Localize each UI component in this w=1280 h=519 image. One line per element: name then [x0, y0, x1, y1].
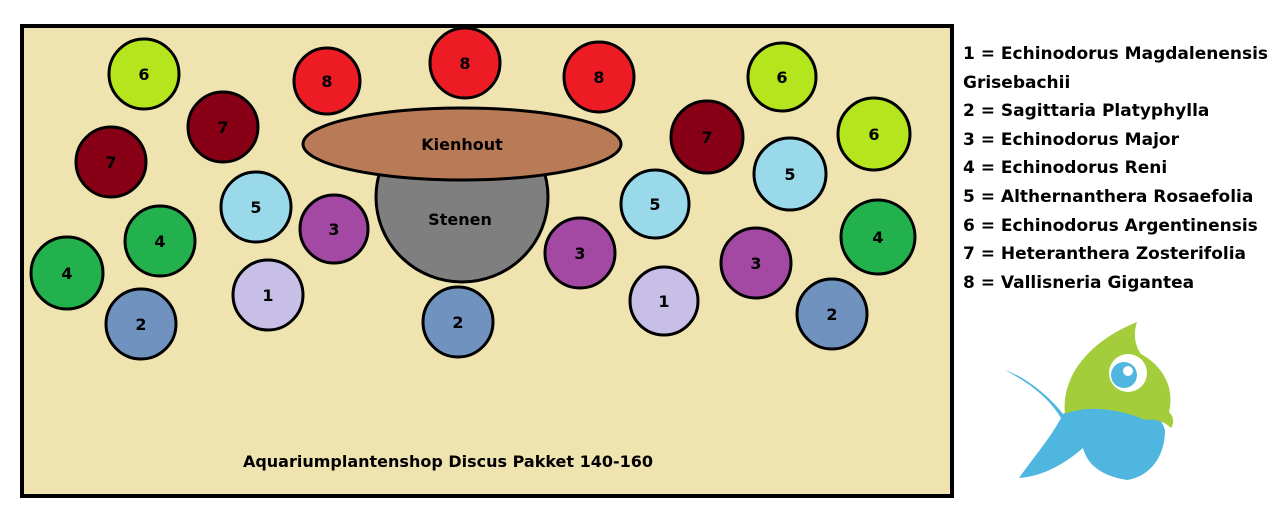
plant-3: 3 [298, 193, 370, 265]
plant-circle [74, 125, 148, 199]
plant-2: 2 [421, 285, 495, 359]
plants-layer: 6 8 8 8 6 7 7 7 6 5 5 5 4 4 4 3 3 3 1 1 2 2 2 [29, 26, 917, 361]
plant-6: 6 [836, 96, 912, 172]
plant-2: 2 [104, 287, 178, 361]
plant-2: 2 [795, 277, 869, 351]
plant-1: 1 [628, 265, 700, 337]
plant-circle [186, 90, 260, 164]
plant-4: 4 [839, 198, 917, 276]
plant-7: 7 [669, 99, 745, 175]
plant-number: 2 [135, 315, 146, 334]
plant-8: 8 [292, 46, 362, 116]
plant-number: 6 [776, 68, 787, 87]
plant-circle [746, 41, 818, 113]
legend-item: 8 = Vallisneria Gigantea [963, 272, 1195, 293]
plant-5: 5 [219, 170, 293, 244]
plant-number: 3 [328, 220, 339, 239]
plant-number: 8 [321, 72, 332, 91]
plant-circle [839, 198, 917, 276]
plant-circle [104, 287, 178, 361]
plant-number: 7 [217, 118, 228, 137]
plant-number: 2 [452, 313, 463, 332]
plant-legend: 1 = Echinodorus Magdalenensis Grisebachi… [963, 40, 1273, 297]
plant-circle [669, 99, 745, 175]
plant-circle [421, 285, 495, 359]
plant-circle [719, 226, 793, 300]
plant-number: 1 [658, 292, 669, 311]
plant-circle [428, 26, 502, 100]
fish-body [1005, 370, 1165, 480]
plant-4: 4 [29, 235, 105, 311]
plant-8: 8 [562, 40, 636, 114]
plant-number: 4 [872, 228, 883, 247]
plant-circle [29, 235, 105, 311]
plant-number: 6 [868, 125, 879, 144]
plant-circle [836, 96, 912, 172]
plant-number: 7 [105, 153, 116, 172]
plant-7: 7 [74, 125, 148, 199]
plant-number: 4 [61, 264, 72, 283]
plant-circle [298, 193, 370, 265]
plant-circle [619, 168, 691, 240]
plant-3: 3 [719, 226, 793, 300]
plant-number: 8 [593, 68, 604, 87]
plant-number: 5 [649, 195, 660, 214]
plant-circle [123, 204, 197, 278]
stone-label: Stenen [428, 210, 492, 229]
plant-3: 3 [543, 216, 617, 290]
plant-7: 7 [186, 90, 260, 164]
plant-circle [543, 216, 617, 290]
plant-number: 5 [250, 198, 261, 217]
plant-circle [628, 265, 700, 337]
plant-4: 4 [123, 204, 197, 278]
legend-item: 5 = Althernanthera Rosaefolia [963, 186, 1254, 207]
plant-circle [219, 170, 293, 244]
plant-number: 5 [784, 165, 795, 184]
driftwood [301, 106, 623, 182]
plant-number: 2 [826, 305, 837, 324]
plant-8: 8 [428, 26, 502, 100]
legend-item: 3 = Echinodorus Major [963, 129, 1179, 150]
plant-number: 1 [262, 286, 273, 305]
plant-circle [795, 277, 869, 351]
plant-circle [292, 46, 362, 116]
fish-logo-icon [1005, 322, 1174, 480]
plant-6: 6 [107, 37, 181, 111]
plant-number: 7 [701, 128, 712, 147]
plant-1: 1 [231, 258, 305, 332]
plant-circle [231, 258, 305, 332]
legend-item: 6 = Echinodorus Argentinensis [963, 215, 1258, 236]
plant-number: 3 [750, 254, 761, 273]
plant-circle [752, 136, 828, 212]
fish-eye-highlight [1123, 366, 1133, 376]
legend-item: 2 = Sagittaria Platyphylla [963, 101, 1210, 122]
plant-number: 8 [459, 54, 470, 73]
plant-circle [107, 37, 181, 111]
plant-6: 6 [746, 41, 818, 113]
plant-5: 5 [752, 136, 828, 212]
legend-item: 7 = Heteranthera Zosterifolia [963, 244, 1247, 265]
plant-number: 4 [154, 232, 165, 251]
plant-number: 6 [138, 65, 149, 84]
plant-5: 5 [619, 168, 691, 240]
diagram-caption: Aquariumplantenshop Discus Pakket 140-16… [243, 452, 653, 471]
plant-number: 3 [574, 244, 585, 263]
legend-item: 1 = Echinodorus Magdalenensis Grisebachi… [963, 44, 1269, 93]
plant-circle [562, 40, 636, 114]
legend-item: 4 = Echinodorus Reni [963, 158, 1168, 179]
driftwood-label: Kienhout [421, 135, 503, 154]
fish-pupil [1111, 362, 1137, 388]
